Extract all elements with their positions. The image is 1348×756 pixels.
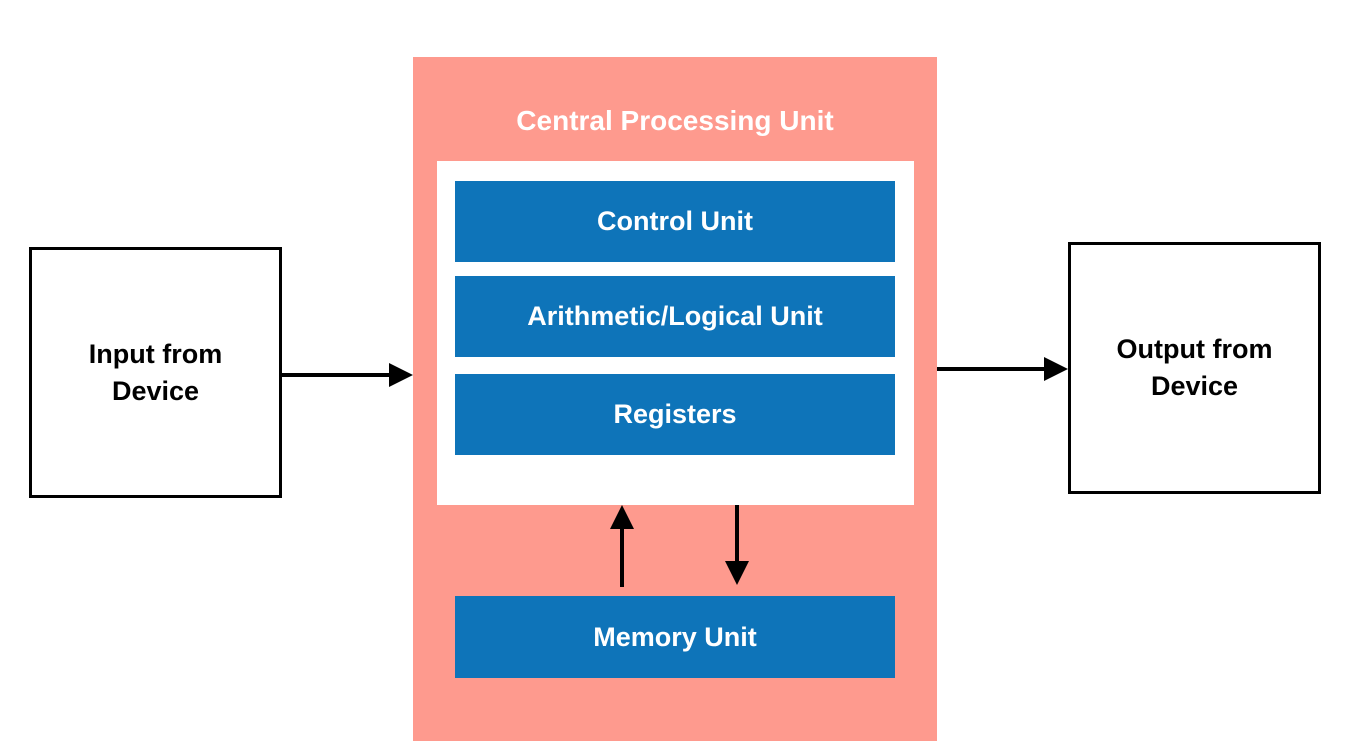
cpu-inner-panel: Control Unit Arithmetic/Logical Unit Reg… bbox=[437, 161, 914, 505]
cpu-to-output-arrow bbox=[937, 357, 1068, 381]
memory-unit-block: Memory Unit bbox=[455, 596, 895, 678]
registers-block: Registers bbox=[455, 374, 895, 455]
input-device-label-line2: Device bbox=[111, 375, 200, 406]
output-device-label-line2: Device bbox=[1150, 371, 1239, 401]
input-to-cpu-arrow bbox=[282, 363, 413, 387]
cpu-panel: Central Processing Unit Control Unit Ari… bbox=[413, 57, 937, 741]
input-device-label-line1: Input from bbox=[88, 338, 223, 369]
cpu-title: Central Processing Unit bbox=[516, 105, 834, 136]
output-device-label-line1: Output from bbox=[1116, 334, 1273, 364]
alu-block: Arithmetic/Logical Unit bbox=[455, 276, 895, 357]
control-unit-block: Control Unit bbox=[455, 181, 895, 262]
input-device-box: Input from Device bbox=[29, 247, 282, 498]
output-device-box: Output from Device bbox=[1068, 242, 1321, 494]
